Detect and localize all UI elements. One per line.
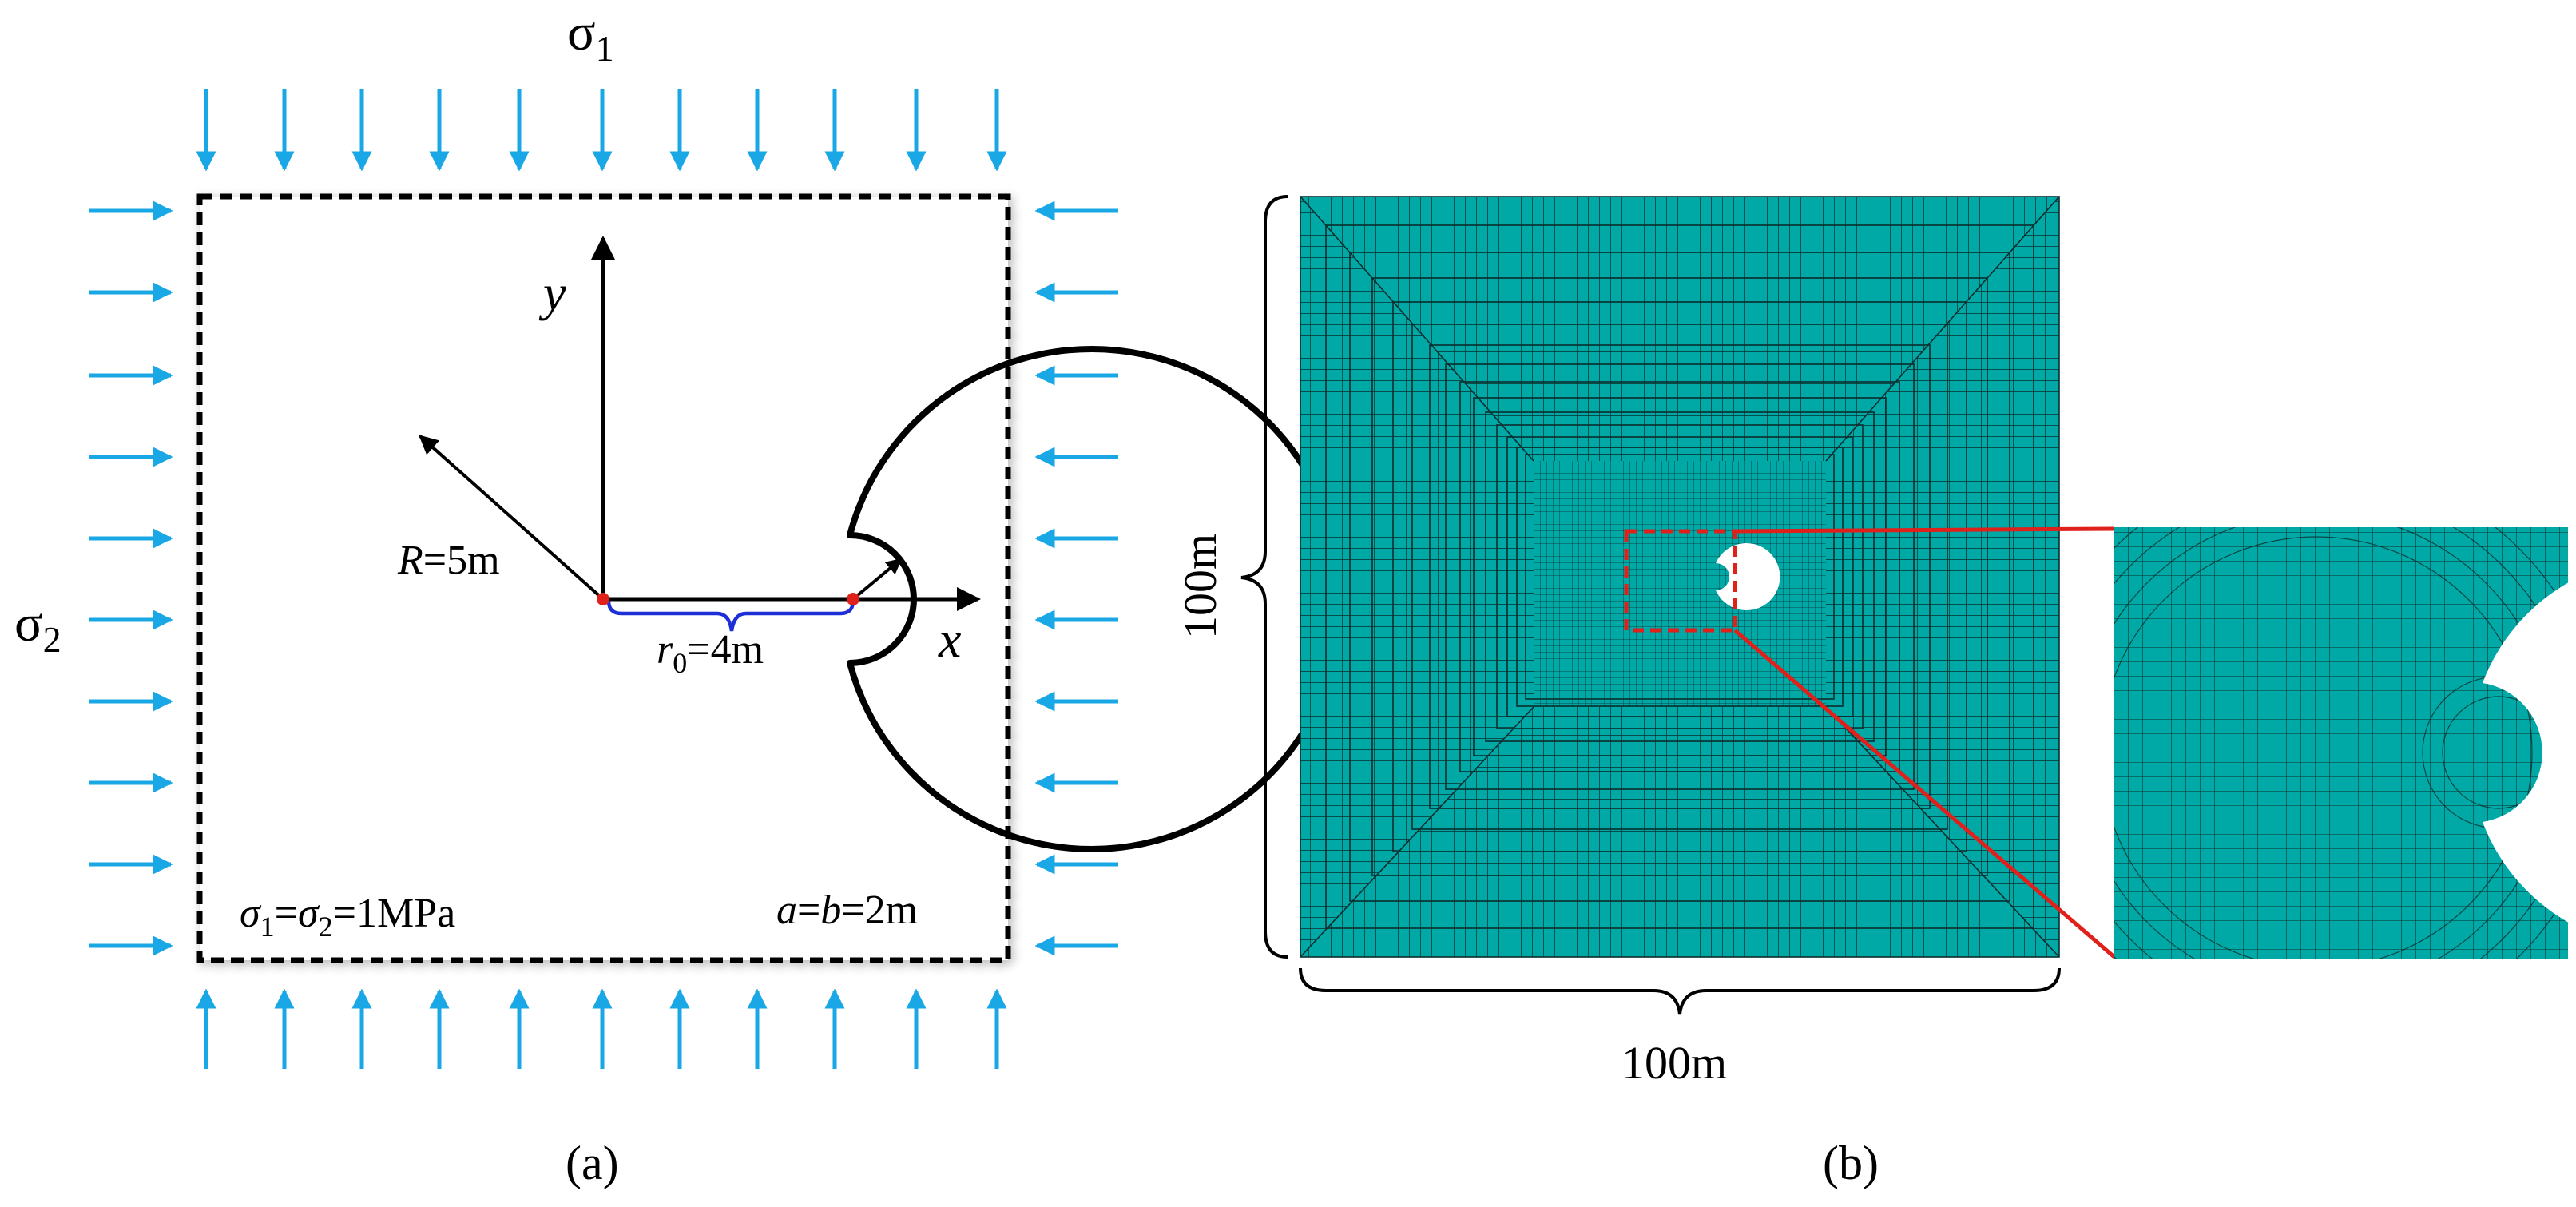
panel-a-caption: (a) <box>566 1137 619 1189</box>
offset-label: r0=4m <box>657 627 764 679</box>
height-label: 100m <box>1174 534 1226 639</box>
sigma1-label: σ1 <box>567 3 614 69</box>
sigma2-label: σ2 <box>14 594 62 660</box>
radius-label: R=5m <box>397 538 500 583</box>
zoom-box <box>1624 529 1737 633</box>
tunnel-outline <box>847 346 1345 852</box>
stress-note: σ1=σ2=1MPa <box>240 891 455 943</box>
small-center-point <box>847 593 859 605</box>
zoom-mesh <box>2114 527 2568 959</box>
mesh-tunnel-hole <box>1716 542 1780 610</box>
panel-a: σ1 σ2 y x R=5m r0=4m σ1=σ2=1MPa a=b=2m (… <box>14 3 1345 1189</box>
radius-arrow <box>419 435 605 601</box>
top-load-arrows <box>196 89 1007 172</box>
panel-b: 100m 100m (b) <box>1174 195 2568 1189</box>
zoom-connector-top <box>1734 526 2115 534</box>
ab-note: a=b=2m <box>776 887 918 933</box>
offset-brace <box>606 600 855 632</box>
x-axis-label: x <box>938 611 961 668</box>
zoom-tunnel-hole <box>2483 582 2568 923</box>
small-radius-arrow <box>851 558 903 601</box>
right-load-arrows <box>1034 201 1118 956</box>
left-load-arrows <box>89 201 173 956</box>
panel-b-caption: (b) <box>1823 1137 1879 1189</box>
mesh-domain <box>1300 196 2060 958</box>
bottom-load-arrows <box>196 988 1007 1069</box>
center-point <box>597 593 609 605</box>
y-axis-label: y <box>538 264 566 321</box>
width-label: 100m <box>1621 1037 1727 1089</box>
width-brace <box>1299 967 2061 1015</box>
height-brace <box>1240 195 1288 959</box>
zoom-connector-bottom <box>1733 629 2116 959</box>
